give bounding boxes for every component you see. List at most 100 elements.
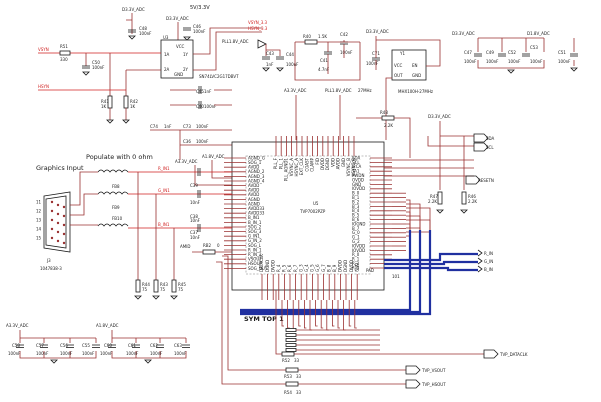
cap-ref-c48: C48 bbox=[139, 26, 147, 31]
pll-flag-icon bbox=[257, 39, 267, 49]
res-ref-r54: R54 bbox=[284, 390, 292, 395]
y1-en: EN bbox=[412, 63, 418, 68]
rail-label-d33-right: D3.3V_ADC bbox=[452, 31, 475, 36]
y1-gnd: GND bbox=[412, 73, 421, 78]
rail-label-pll18-b: PLL1.8V_ADC bbox=[325, 88, 352, 93]
u5-top-pin-label: DGND bbox=[325, 158, 330, 170]
rail-label-d33-i2c: D3.3V_ADC bbox=[428, 114, 451, 119]
bead-ref-fb3: FB10 bbox=[112, 216, 123, 221]
u5-top-pin-label: HSYNC_A bbox=[294, 158, 299, 177]
wire bbox=[477, 37, 545, 69]
net-reset: RESETN bbox=[478, 178, 494, 183]
net-hsout: TVP_HSOUT bbox=[421, 382, 446, 387]
u5-bottom-pin-label: R_4 bbox=[276, 264, 281, 272]
bus-branch bbox=[406, 223, 411, 230]
cap-val-c49: 100nF bbox=[486, 59, 499, 64]
series-resistor bbox=[285, 338, 297, 342]
net-hsyn-in: HSYN bbox=[38, 84, 49, 89]
bus-branch bbox=[406, 211, 411, 230]
cap-val-c62: 100nF bbox=[150, 351, 163, 356]
wire bbox=[150, 129, 232, 160]
cap-ref-c63: C63 bbox=[174, 343, 182, 348]
cap-val-c57: 100nF bbox=[36, 351, 49, 356]
u5-left-pin-label: SOG_OUT bbox=[248, 266, 268, 271]
u5-left-pin-label: AVDD33 bbox=[248, 206, 265, 211]
cap-val-c46: 100nF bbox=[193, 29, 206, 34]
cap-val-c56: 100nF bbox=[60, 351, 73, 356]
bead-ref-fb2: FB9 bbox=[112, 205, 120, 210]
u5-top-pin-label: VSYNC_B bbox=[346, 158, 351, 177]
cap-ref-c44: C44 bbox=[286, 52, 294, 57]
u5-right-pin-label: R_1 bbox=[352, 257, 360, 262]
graphics-input-label: Graphics Input bbox=[36, 164, 84, 172]
net-r-out: R_IN bbox=[484, 251, 493, 256]
u5-left-pin-label: AGND_2 bbox=[248, 169, 265, 174]
u3-part: SN74LVC2G17DBVT bbox=[199, 74, 239, 79]
cap-val-c63: 100nF bbox=[174, 351, 187, 356]
cap-ref-c42: C42 bbox=[340, 32, 348, 37]
u5-part: TVP7002PZP bbox=[299, 209, 326, 214]
u5-right-pin-label: B_3 bbox=[352, 204, 360, 209]
u3-1a: 1A bbox=[164, 52, 170, 57]
u5-right-pin-label: B_2 bbox=[352, 199, 360, 204]
series-resistor bbox=[285, 328, 297, 332]
u5-right-pin-label: IOVDD bbox=[352, 243, 365, 248]
bus-port-icon bbox=[477, 249, 483, 273]
vga-pin-dot bbox=[50, 227, 54, 231]
vga-pin-dot bbox=[50, 200, 54, 204]
ferrite-bead-fb2 bbox=[97, 191, 129, 195]
u5-bottom-pin-label: G_3 bbox=[298, 264, 303, 272]
resistor-r43 bbox=[153, 279, 159, 293]
wire-vsout bbox=[222, 255, 406, 371]
fanout-wire bbox=[304, 300, 307, 329]
bus-bundle bbox=[240, 230, 478, 316]
y1-out: OUT bbox=[394, 73, 403, 78]
cap-ref-c38: C38 bbox=[190, 214, 198, 219]
wire bbox=[70, 171, 98, 226]
u3-2y: 2Y bbox=[183, 67, 189, 72]
bank-a18-caps bbox=[108, 344, 190, 348]
vga-pin-number: 12 bbox=[36, 209, 42, 214]
u5-bottom-pin-label: DGND bbox=[265, 260, 270, 272]
rail-label-d18-right: D1.8V_ADC bbox=[527, 31, 550, 36]
wire bbox=[109, 53, 161, 96]
net-b-out: B_IN bbox=[484, 267, 493, 272]
u5-right-pin-label: IOVDD bbox=[352, 186, 365, 191]
res-val-r54: 33 bbox=[296, 390, 302, 395]
cap-ref-c47: C47 bbox=[464, 50, 472, 55]
cap-ref-c51: C51 bbox=[558, 50, 566, 55]
rail-label-a33-bank: A3.3V_ADC bbox=[6, 323, 29, 328]
ground-icon bbox=[262, 67, 284, 72]
u5-right-pin-label: I2CA bbox=[352, 164, 362, 169]
wire bbox=[384, 159, 474, 177]
wire bbox=[356, 117, 411, 158]
fanout-wire bbox=[332, 300, 335, 327]
u5-bottom-pin-label: R_7 bbox=[293, 264, 298, 272]
u5-top-pin-label: PLL_AGND1 bbox=[284, 158, 289, 182]
vga-pin-dot bbox=[56, 221, 60, 225]
sda-port-icon bbox=[473, 133, 489, 143]
vga-pin-number: 13 bbox=[36, 218, 42, 223]
resistor-r53 bbox=[285, 367, 299, 373]
u5-left-pin-label: SOG_3 bbox=[248, 229, 262, 234]
u5-right-pin-label: G_0 bbox=[352, 230, 360, 235]
u5-right-pin-label: B_7 bbox=[352, 226, 360, 231]
u5-top-pin-label: CLAMP bbox=[310, 157, 315, 171]
u5-top-pin-label: COAST bbox=[304, 157, 309, 171]
cap-val-c40: 100nF bbox=[204, 104, 217, 109]
vga-pin-dot bbox=[56, 212, 60, 216]
cap-val-c61: 100nF bbox=[126, 351, 139, 356]
cap-val-c44: 100nF bbox=[286, 62, 299, 67]
rail-label-5v33: 5V/3.3V bbox=[190, 5, 210, 11]
populate-note: Populate with 0 ohm bbox=[86, 153, 153, 161]
res-val-r52: 33 bbox=[294, 358, 300, 363]
resistor-r47 bbox=[437, 191, 443, 205]
u5-right-pin-label: B_0 bbox=[352, 191, 360, 196]
cap-val-c47: 100nF bbox=[464, 59, 477, 64]
wire bbox=[111, 330, 187, 359]
u5-left-pin-label: AGND bbox=[248, 197, 260, 202]
u5-top-pin-label: DVDD bbox=[320, 158, 325, 170]
u5-top-pin-label: PLL_1 bbox=[278, 158, 283, 170]
rail-label-a18-bank: A1.8V_ADC bbox=[96, 323, 119, 328]
net-hsyn33: HSYN_3.3 bbox=[248, 26, 268, 31]
